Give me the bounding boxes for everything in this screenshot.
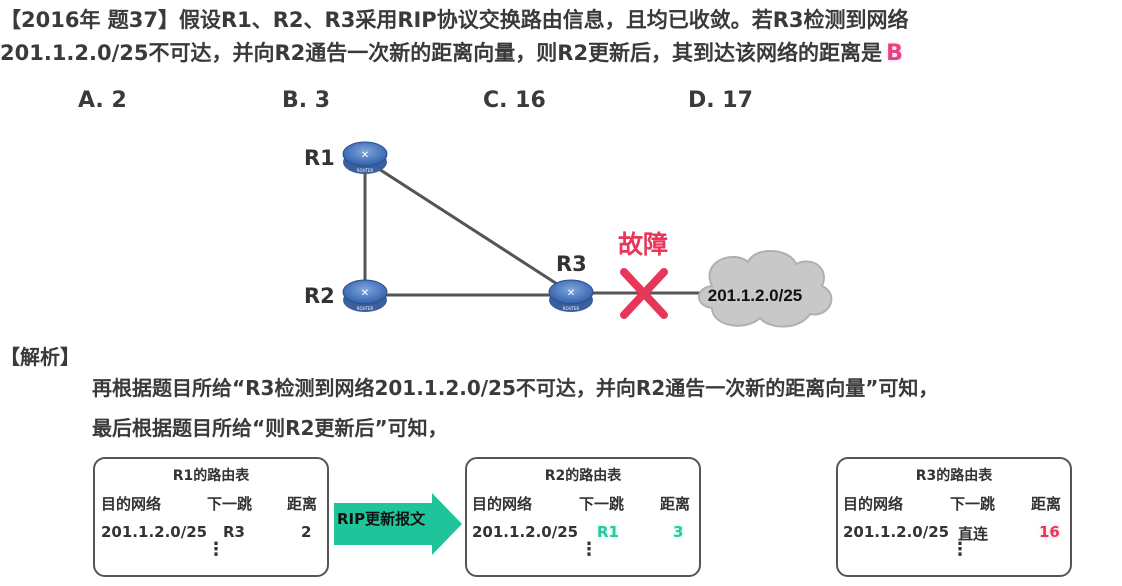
rip-update-arrow (334, 493, 462, 555)
router-r2-caption: ROUTER (357, 306, 374, 311)
r2-label: R2 (304, 284, 335, 308)
r1-more: ⋮ (207, 539, 225, 560)
answer-badge: B (886, 41, 903, 66)
analysis-heading: 【解析】 (0, 345, 80, 369)
r1-routing-table: R1的路由表 目的网络 下一跳 距离 201.1.2.0/25 R3 2 ⋮ (93, 457, 329, 577)
r1-label: R1 (304, 146, 335, 170)
r3-col-dist: 距离 (1031, 495, 1062, 513)
r1-table-title: R1的路由表 (172, 468, 250, 484)
r1-col-dist: 距离 (287, 495, 318, 513)
svg-text:✕: ✕ (361, 150, 369, 161)
r2-more: ⋮ (580, 539, 598, 560)
r3-more: ⋮ (951, 539, 969, 560)
fault-label: 故障 (618, 230, 668, 259)
r1-col-dest: 目的网络 (101, 495, 162, 513)
r2-row-next: R1 (597, 523, 619, 541)
r2-row-dist: 3 (673, 523, 684, 541)
question-line-2-text: 201.1.2.0/25不可达，并向R2通告一次新的距离向量，则R2更新后，其到… (0, 41, 883, 65)
option-a: A. 2 (78, 88, 127, 113)
r3-row-next: 直连 (958, 525, 989, 543)
analysis-line-1: 再根据题目所给“R3检测到网络201.1.2.0/25不可达，并向R2通告一次新… (92, 376, 939, 400)
option-c: C. 16 (483, 88, 546, 113)
option-b: B. 3 (282, 88, 331, 113)
link-r1-r3 (364, 158, 572, 295)
r2-routing-table: R2的路由表 目的网络 下一跳 距离 201.1.2.0/25 R1 3 ⋮ (465, 457, 701, 577)
r1-row-dist: 2 (301, 523, 312, 541)
svg-text:✕: ✕ (361, 288, 369, 299)
router-r1-icon: ✕ ROUTER (342, 141, 388, 174)
r1-row-net: 201.1.2.0/25 (101, 523, 208, 541)
r1-col-next: 下一跳 (207, 495, 253, 513)
r3-col-next: 下一跳 (950, 495, 996, 513)
question-text: 【2016年 题37】假设R1、R2、R3采用RIP协议交换路由信息，且均已收敛… (0, 4, 908, 70)
analysis-line-2: 最后根据题目所给“则R2更新后”可知， (92, 416, 448, 440)
network-cloud: 201.1.2.0/25 (697, 249, 833, 328)
svg-text:✕: ✕ (567, 288, 575, 299)
r3-label: R3 (556, 252, 587, 276)
r2-col-dist: 距离 (660, 495, 691, 513)
r1-row-next: R3 (223, 523, 245, 541)
r2-table-title: R2的路由表 (544, 468, 622, 484)
question-line-1: 【2016年 题37】假设R1、R2、R3采用RIP协议交换路由信息，且均已收敛… (0, 8, 909, 32)
r2-row-net: 201.1.2.0/25 (472, 523, 579, 541)
question-line-2: 201.1.2.0/25不可达，并向R2通告一次新的距离向量，则R2更新后，其到… (0, 37, 908, 70)
network-label: 201.1.2.0/25 (708, 286, 803, 305)
r2-col-next: 下一跳 (579, 495, 625, 513)
r3-routing-table: R3的路由表 目的网络 下一跳 距离 201.1.2.0/25 直连 16 ⋮ (836, 457, 1072, 577)
router-r3-icon: ✕ ROUTER (548, 279, 594, 312)
r3-row-dist: 16 (1039, 523, 1060, 541)
fault-x-icon (620, 268, 668, 319)
r3-col-dest: 目的网络 (843, 495, 904, 513)
r3-row-net: 201.1.2.0/25 (843, 523, 950, 541)
r2-col-dest: 目的网络 (472, 495, 533, 513)
router-r2-icon: ✕ ROUTER (342, 279, 388, 312)
r3-table-title: R3的路由表 (915, 468, 993, 484)
router-r3-caption: ROUTER (563, 306, 580, 311)
rip-update-label: RIP更新报文 (337, 510, 426, 528)
option-d: D. 17 (688, 88, 753, 113)
router-r1-caption: ROUTER (357, 168, 374, 173)
